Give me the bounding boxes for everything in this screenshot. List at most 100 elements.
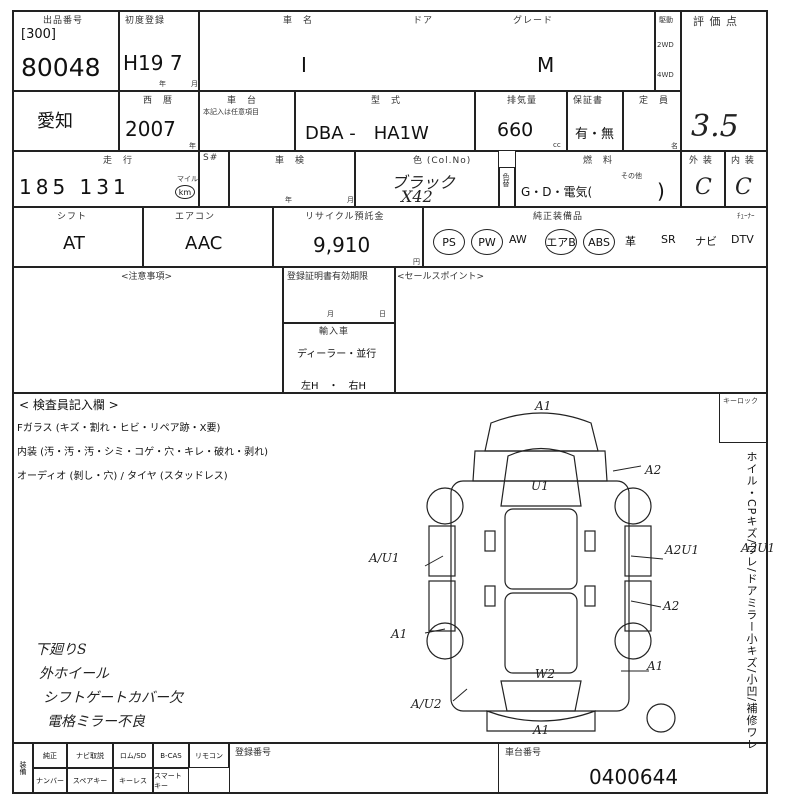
region-cell bbox=[13, 91, 119, 151]
handle-value: 左H ・ 右H bbox=[301, 381, 367, 392]
footer-label-cell: リモコン bbox=[189, 743, 229, 768]
footer-label: スマートキー bbox=[154, 771, 182, 790]
footer-label-cell: キーレス bbox=[113, 768, 153, 793]
chassis-note: 本記入は任意項目 bbox=[203, 108, 259, 116]
fuel-header: 燃 料 bbox=[583, 156, 614, 166]
score-header: 評 価 点 bbox=[693, 15, 738, 28]
ac-header: エアコン bbox=[175, 212, 216, 222]
tuner-header: ﾁｭｰﾅｰ bbox=[737, 212, 755, 220]
import-header: 輸入車 bbox=[319, 327, 350, 337]
footer-label: 装備 bbox=[19, 761, 27, 775]
drive-2wd: 2WD bbox=[657, 41, 674, 49]
interior-value: C bbox=[735, 175, 752, 200]
import-cell bbox=[283, 323, 395, 393]
side-notes: ホイル・CPキズ/ワレ/ドアミラー小キズ/小凹/補修ワレ bbox=[745, 451, 758, 751]
capacity-cell bbox=[623, 91, 681, 151]
sales-header: <セールスポイント> bbox=[397, 272, 485, 282]
deadline-month: 月 bbox=[327, 310, 334, 318]
sales-cell bbox=[395, 267, 767, 393]
fuel-close: ) bbox=[657, 179, 665, 203]
auction-sheet: 出品番号 [300] 80048 初度登録 H19 7 年 月 車 名 ドア グ… bbox=[12, 10, 775, 794]
body-number-header: 車台番号 bbox=[505, 748, 542, 758]
damage-mark: A1 bbox=[535, 399, 552, 413]
recycle-unit: 円 bbox=[413, 258, 420, 266]
reg-header: 初度登録 bbox=[125, 16, 166, 26]
equip-item: 革 bbox=[625, 235, 636, 248]
damage-mark: A1 bbox=[391, 627, 408, 641]
mileage-cell bbox=[13, 151, 199, 207]
grade-value: M bbox=[537, 53, 555, 77]
footer-label: ロム/SD bbox=[119, 751, 147, 760]
warranty-cell bbox=[567, 91, 623, 151]
exterior-header: 外 装 bbox=[689, 156, 713, 166]
footer-label: キーレス bbox=[119, 776, 147, 785]
footer-label-cell: ナビ取説 bbox=[67, 743, 113, 768]
footer-label: ナビ取説 bbox=[76, 751, 104, 760]
car-diagram bbox=[424, 412, 676, 733]
deadline-header: 登録証明書有効期限 bbox=[287, 272, 369, 282]
damage-mark: A/U2 bbox=[411, 697, 442, 711]
model-header: 型 式 bbox=[371, 96, 402, 106]
damage-mark: U1 bbox=[531, 479, 549, 493]
audio-line: オーディオ (剝し・穴) / タイヤ (スタッドレス) bbox=[17, 471, 228, 482]
fuel-other: その他 bbox=[621, 172, 642, 180]
import-value: ディーラー・並行 bbox=[297, 349, 377, 360]
equip-header: 純正装備品 bbox=[533, 212, 584, 222]
damage-mark: A2U1 bbox=[741, 541, 776, 555]
inspector-cell bbox=[13, 393, 767, 743]
cc-header: 排気量 bbox=[507, 96, 538, 106]
equip-item: ABS bbox=[583, 229, 615, 255]
cc-cell bbox=[475, 91, 567, 151]
year-unit: 年 bbox=[189, 142, 196, 150]
interior-line: 内装 (汚・汚・汚・シミ・コゲ・穴・キレ・破れ・剥れ) bbox=[17, 447, 268, 458]
year-header: 西 暦 bbox=[143, 96, 174, 106]
footer-label-cell: ナンバー bbox=[33, 768, 67, 793]
inspection-cell bbox=[229, 151, 355, 207]
door-header: ドア bbox=[413, 16, 434, 26]
footer-label-cell: スマートキー bbox=[153, 768, 189, 793]
body-number: 0400644 bbox=[589, 765, 679, 789]
name-cell bbox=[199, 11, 655, 91]
region-value: 愛知 bbox=[37, 111, 73, 132]
fuel-cell bbox=[515, 151, 681, 207]
reg-value: H19 7 bbox=[123, 51, 183, 75]
model-cell bbox=[295, 91, 475, 151]
grade-header: グレード bbox=[513, 16, 554, 26]
inspector-header: < 検査員記入欄 > bbox=[19, 398, 119, 412]
drive-header: 駆動 bbox=[659, 16, 673, 24]
footer-reg-header: 登録番号 bbox=[235, 748, 272, 758]
mileage-value: 185 131 bbox=[19, 175, 130, 199]
model-value: DBA - HA1W bbox=[305, 123, 429, 144]
color-value: ブラック bbox=[391, 173, 456, 192]
recycle-header: リサイクル預託金 bbox=[305, 212, 385, 222]
recycle-cell bbox=[273, 207, 423, 267]
equip-item: PW bbox=[471, 229, 503, 255]
damage-mark: A2U1 bbox=[665, 543, 700, 557]
inspection-month: 月 bbox=[347, 196, 354, 204]
shift-cell bbox=[13, 207, 143, 267]
interior-header: 内 装 bbox=[731, 156, 755, 166]
equip-item: AW bbox=[509, 233, 527, 246]
shift-num-header: S# bbox=[203, 153, 219, 163]
keylock-cell bbox=[719, 393, 767, 443]
capacity-header: 定 員 bbox=[639, 96, 670, 106]
footer-label-cell: 純正 bbox=[33, 743, 67, 768]
reg-unit: 年 bbox=[159, 80, 166, 88]
color-header: 色 (Col.No) bbox=[413, 156, 472, 166]
footer-label-cell: B-CAS bbox=[153, 743, 189, 768]
recycle-value: 9,910 bbox=[313, 233, 371, 257]
warranty-header: 保証書 bbox=[573, 96, 604, 106]
inspection-header: 車 検 bbox=[275, 156, 306, 166]
year-cell bbox=[119, 91, 199, 151]
damage-mark: W2 bbox=[535, 667, 555, 681]
shift-value: AT bbox=[63, 233, 85, 254]
lot-header: 出品番号 bbox=[43, 16, 84, 26]
equip-item: SR bbox=[661, 233, 676, 246]
lot-sub: [300] bbox=[21, 27, 56, 42]
warranty-value: 有・無 bbox=[575, 127, 615, 142]
drive-cell bbox=[655, 11, 681, 91]
exterior-value: C bbox=[695, 175, 712, 200]
chassis-cell bbox=[199, 91, 295, 151]
interior-cell bbox=[725, 151, 767, 207]
equip-item: エアB bbox=[545, 229, 577, 255]
